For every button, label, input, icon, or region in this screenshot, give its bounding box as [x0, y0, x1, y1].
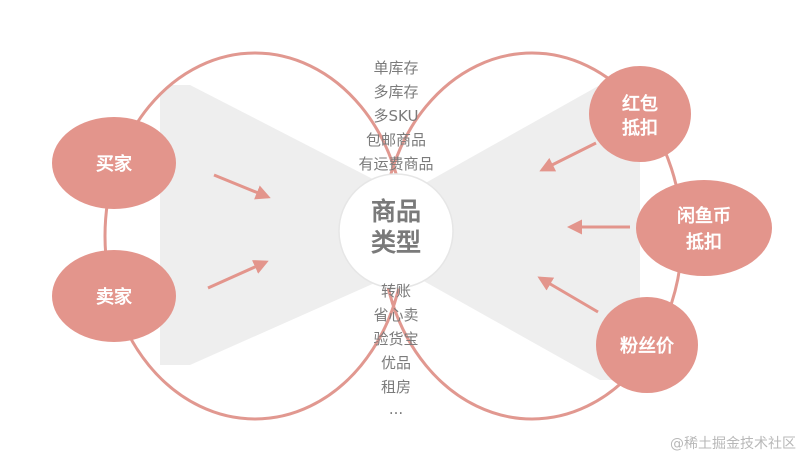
- node-xianyu-coin: 闲鱼币 抵扣: [636, 180, 772, 276]
- product-type-top-2: 多库存: [373, 83, 418, 101]
- product-type-bottom-5: 租房: [381, 378, 411, 396]
- node-redpacket: 红包 抵扣: [589, 66, 691, 162]
- watermark: @稀土掘金技术社区: [670, 436, 796, 452]
- arrow-seller: [207, 260, 269, 290]
- center-circle: [338, 173, 454, 289]
- node-fan-price-label: 粉丝价: [620, 335, 675, 357]
- center-title-line-1: 商品: [371, 197, 421, 226]
- left-band: [160, 85, 404, 365]
- product-type-bottom-1: 转账: [381, 282, 411, 300]
- node-xianyu-coin-line-2: 抵扣: [686, 231, 722, 253]
- arrow-buyer: [213, 173, 271, 200]
- product-type-top-3: 多SKU: [374, 107, 419, 125]
- node-redpacket-line-1: 红包: [622, 93, 658, 115]
- node-buyer: 买家: [52, 117, 176, 209]
- center-title-line-2: 类型: [371, 228, 421, 257]
- product-type-top-5: 有运费商品: [358, 155, 433, 173]
- product-type-top-4: 包邮商品: [366, 131, 426, 149]
- node-xianyu-coin-line-1: 闲鱼币: [677, 205, 731, 227]
- product-type-bottom-3: 验货宝: [373, 330, 418, 348]
- arrow-fan-price: [537, 276, 599, 314]
- right-band: [404, 85, 640, 380]
- product-type-bottom-2: 省心卖: [373, 306, 418, 324]
- node-fan-price: 粉丝价: [596, 297, 698, 393]
- node-buyer-label: 买家: [96, 153, 133, 175]
- product-type-top-1: 单库存: [373, 59, 418, 77]
- node-seller: 卖家: [52, 250, 176, 342]
- node-seller-label: 卖家: [96, 286, 133, 308]
- product-type-bottom-4: 优品: [381, 354, 411, 372]
- product-type-bottom-6: ...: [389, 400, 403, 418]
- arrow-redpacket: [539, 141, 597, 172]
- node-redpacket-line-2: 抵扣: [622, 117, 658, 139]
